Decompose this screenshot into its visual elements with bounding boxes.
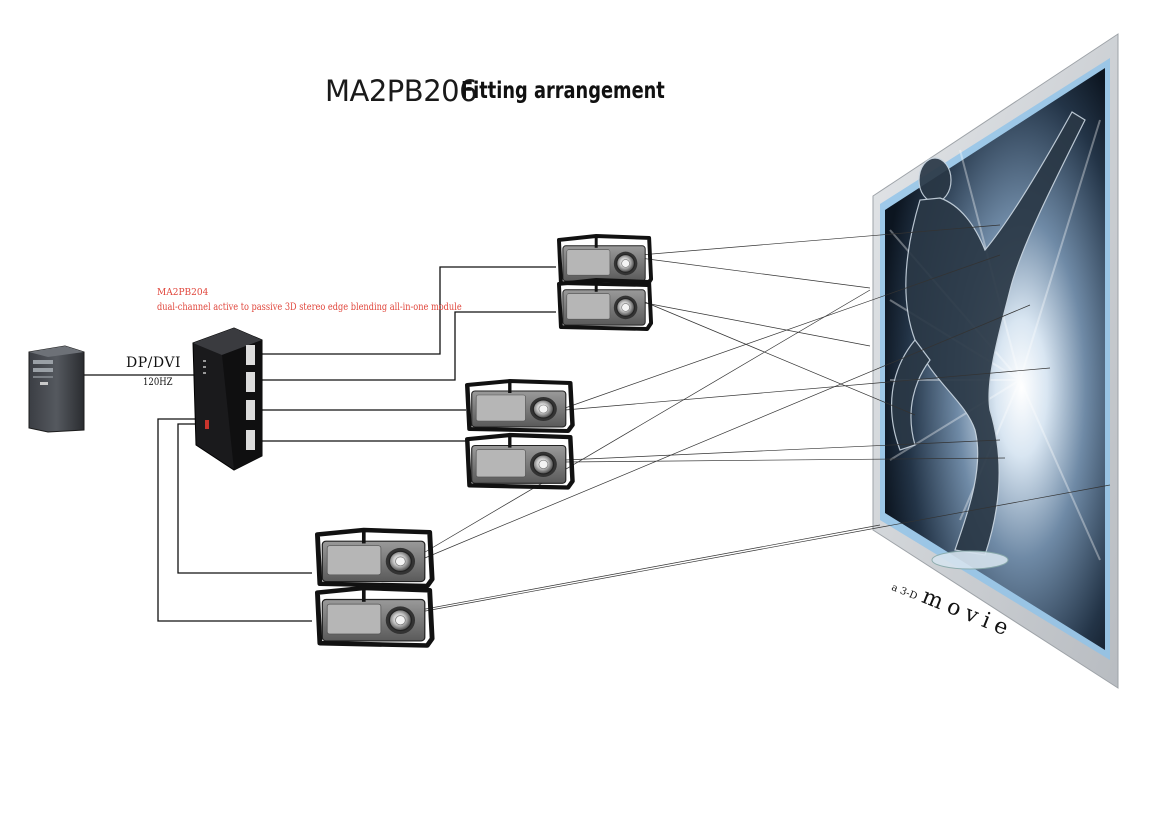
diagram-title-model: MA2PB206	[325, 74, 478, 108]
module-description-label: dual-channel active to passive 3D stereo…	[157, 302, 462, 313]
projector-icon	[317, 530, 432, 586]
projector-icon	[317, 588, 432, 646]
projection-lines	[419, 224, 1111, 613]
projector-icon	[467, 435, 572, 488]
projector-icon	[467, 381, 572, 431]
blending-module-icon	[192, 327, 263, 471]
projector-icon	[557, 278, 654, 331]
interface-label: DP/DVI	[126, 355, 181, 371]
projector-stack-bottom	[317, 530, 432, 646]
module-name-label: MA2PB204	[157, 288, 209, 298]
projector-icon	[557, 234, 654, 287]
frequency-label: 120HZ	[143, 377, 173, 388]
projection-screen-icon	[872, 33, 1119, 689]
computer-tower-icon	[28, 345, 85, 433]
diagram-title-subtitle: Fitting arrangement	[461, 78, 665, 104]
projector-stack-top	[557, 234, 654, 331]
projector-stack-middle	[467, 381, 572, 488]
cables	[84, 266, 556, 622]
